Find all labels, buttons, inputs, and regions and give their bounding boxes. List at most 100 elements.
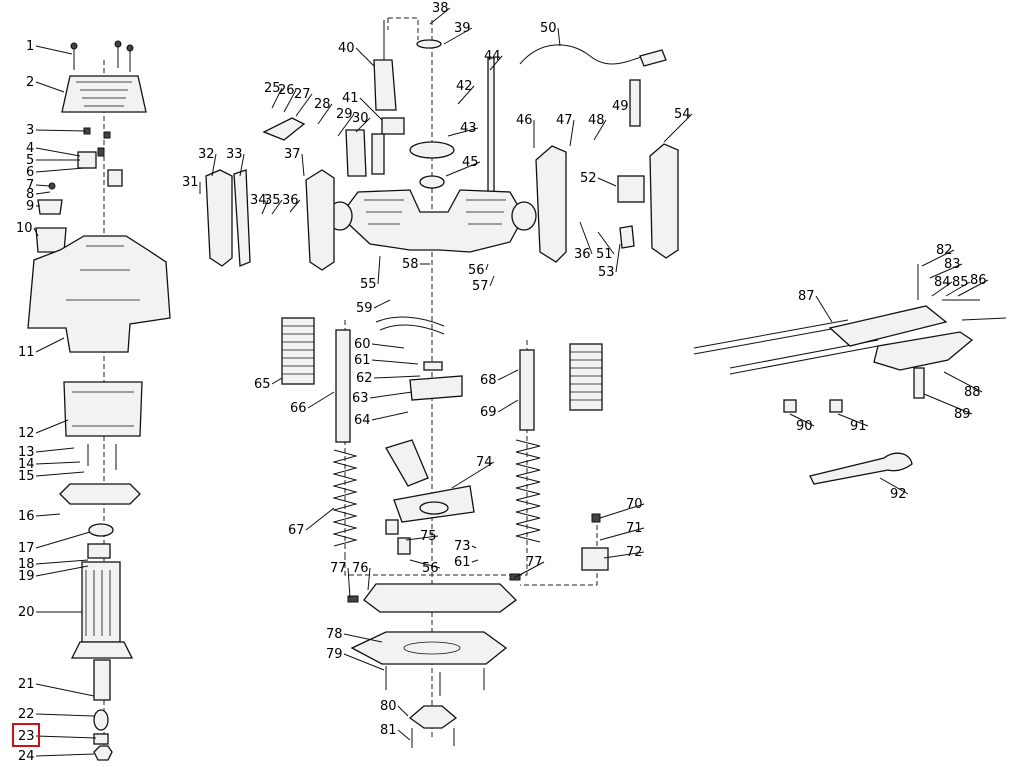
part-number-label: 75 bbox=[420, 529, 437, 544]
leader-line bbox=[931, 281, 953, 297]
leader-line bbox=[305, 507, 335, 531]
part-number-label: 41 bbox=[342, 91, 359, 106]
part-number-label: 62 bbox=[356, 371, 373, 386]
leader-line bbox=[921, 249, 955, 267]
part-number-label: 19 bbox=[18, 569, 35, 584]
part-number-label: 36 bbox=[282, 193, 299, 208]
leader-line bbox=[471, 559, 479, 563]
leader-line bbox=[347, 567, 351, 599]
part-number-label: 56 bbox=[468, 263, 485, 278]
leader-line bbox=[445, 161, 481, 177]
part-number-label: 22 bbox=[18, 707, 35, 722]
leader-line bbox=[371, 343, 405, 349]
leader-line bbox=[957, 279, 989, 297]
brush-holder-parts bbox=[35, 127, 123, 253]
part-number-label: 79 bbox=[326, 647, 343, 662]
part-number-label: 90 bbox=[796, 419, 813, 434]
part-number-label: 1 bbox=[26, 39, 34, 54]
leader-line bbox=[579, 221, 593, 255]
part-number-label: 89 bbox=[954, 407, 971, 422]
guide-rod-44 bbox=[487, 57, 495, 199]
leader-line bbox=[599, 503, 645, 519]
part-number-label: 16 bbox=[18, 509, 35, 524]
part-number-label: 23 bbox=[18, 729, 35, 744]
part-number-label: 78 bbox=[326, 627, 343, 642]
leader-line bbox=[377, 255, 381, 285]
part-number-label: 44 bbox=[484, 49, 501, 64]
leader-line bbox=[35, 471, 85, 477]
leader-line bbox=[289, 199, 301, 213]
part-number-label: 49 bbox=[612, 99, 629, 114]
leader-line bbox=[815, 295, 833, 323]
part-number-label: 2 bbox=[26, 75, 34, 90]
leader-line bbox=[295, 93, 313, 117]
part-number-label: 7 bbox=[26, 178, 34, 193]
part-number-label: 77 bbox=[330, 561, 347, 576]
part-number-label: 80 bbox=[380, 699, 397, 714]
leader-line bbox=[837, 413, 869, 427]
part-number-label: 48 bbox=[588, 113, 605, 128]
leader-line bbox=[789, 413, 815, 427]
part-number-label: 52 bbox=[580, 171, 597, 186]
part-number-label: 91 bbox=[850, 419, 867, 434]
top-cover bbox=[61, 75, 147, 113]
chip-guard bbox=[385, 439, 475, 523]
part-number-label: 27 bbox=[294, 87, 311, 102]
part-number-label: 81 bbox=[380, 723, 397, 738]
stator bbox=[63, 381, 143, 470]
leader-line bbox=[593, 119, 607, 141]
part-number-label: 11 bbox=[18, 345, 35, 360]
leader-line bbox=[397, 729, 411, 741]
part-number-label: 76 bbox=[352, 561, 369, 576]
part-number-label: 77 bbox=[526, 555, 543, 570]
part-number-label: 8 bbox=[26, 187, 34, 202]
part-number-label: 67 bbox=[288, 523, 305, 538]
part-number-label: 33 bbox=[226, 147, 243, 162]
leader-line bbox=[35, 184, 51, 187]
leader-line bbox=[355, 47, 375, 67]
leader-line bbox=[35, 81, 65, 93]
part-number-label: 26 bbox=[278, 83, 295, 98]
part-number-label: 39 bbox=[454, 21, 471, 36]
motor-housing bbox=[27, 235, 171, 353]
leader-line bbox=[569, 119, 575, 147]
edge-guide bbox=[693, 264, 1007, 399]
leader-line bbox=[261, 199, 269, 215]
part-number-label: 74 bbox=[476, 455, 493, 470]
part-number-label: 61 bbox=[454, 555, 471, 570]
part-number-label: 38 bbox=[432, 1, 449, 16]
leader-line bbox=[307, 391, 335, 409]
leader-lines bbox=[33, 7, 989, 757]
leader-line bbox=[373, 375, 421, 379]
part-number-label: 84 bbox=[934, 275, 951, 290]
part-number-label: 45 bbox=[462, 155, 479, 170]
leader-line bbox=[471, 545, 477, 549]
highlight-box bbox=[12, 723, 40, 747]
leader-line bbox=[615, 243, 621, 273]
part-number-label: 15 bbox=[18, 469, 35, 484]
leader-line bbox=[597, 231, 615, 255]
wrench-92 bbox=[809, 452, 913, 485]
part-number-label: 18 bbox=[18, 557, 35, 572]
part-number-label: 31 bbox=[182, 175, 199, 190]
leader-line bbox=[409, 559, 441, 569]
part-number-label: 3 bbox=[26, 123, 34, 138]
leader-line bbox=[35, 129, 87, 132]
part-number-label: 86 bbox=[970, 273, 987, 288]
part-number-label: 54 bbox=[674, 107, 691, 122]
leader-line bbox=[343, 633, 383, 643]
part-number-label: 6 bbox=[26, 165, 34, 180]
part-number-label: 60 bbox=[354, 337, 371, 352]
leader-line bbox=[35, 513, 61, 517]
part-number-label: 53 bbox=[598, 265, 615, 280]
leader-line bbox=[35, 735, 97, 739]
leader-line bbox=[405, 535, 439, 541]
part-number-label: 72 bbox=[626, 545, 643, 560]
switch-parts bbox=[262, 79, 645, 249]
depth-stop-springs-left bbox=[281, 317, 358, 547]
leader-line bbox=[271, 377, 283, 385]
part-number-label: 65 bbox=[254, 377, 271, 392]
leader-line bbox=[603, 551, 645, 559]
leader-line bbox=[945, 281, 971, 297]
